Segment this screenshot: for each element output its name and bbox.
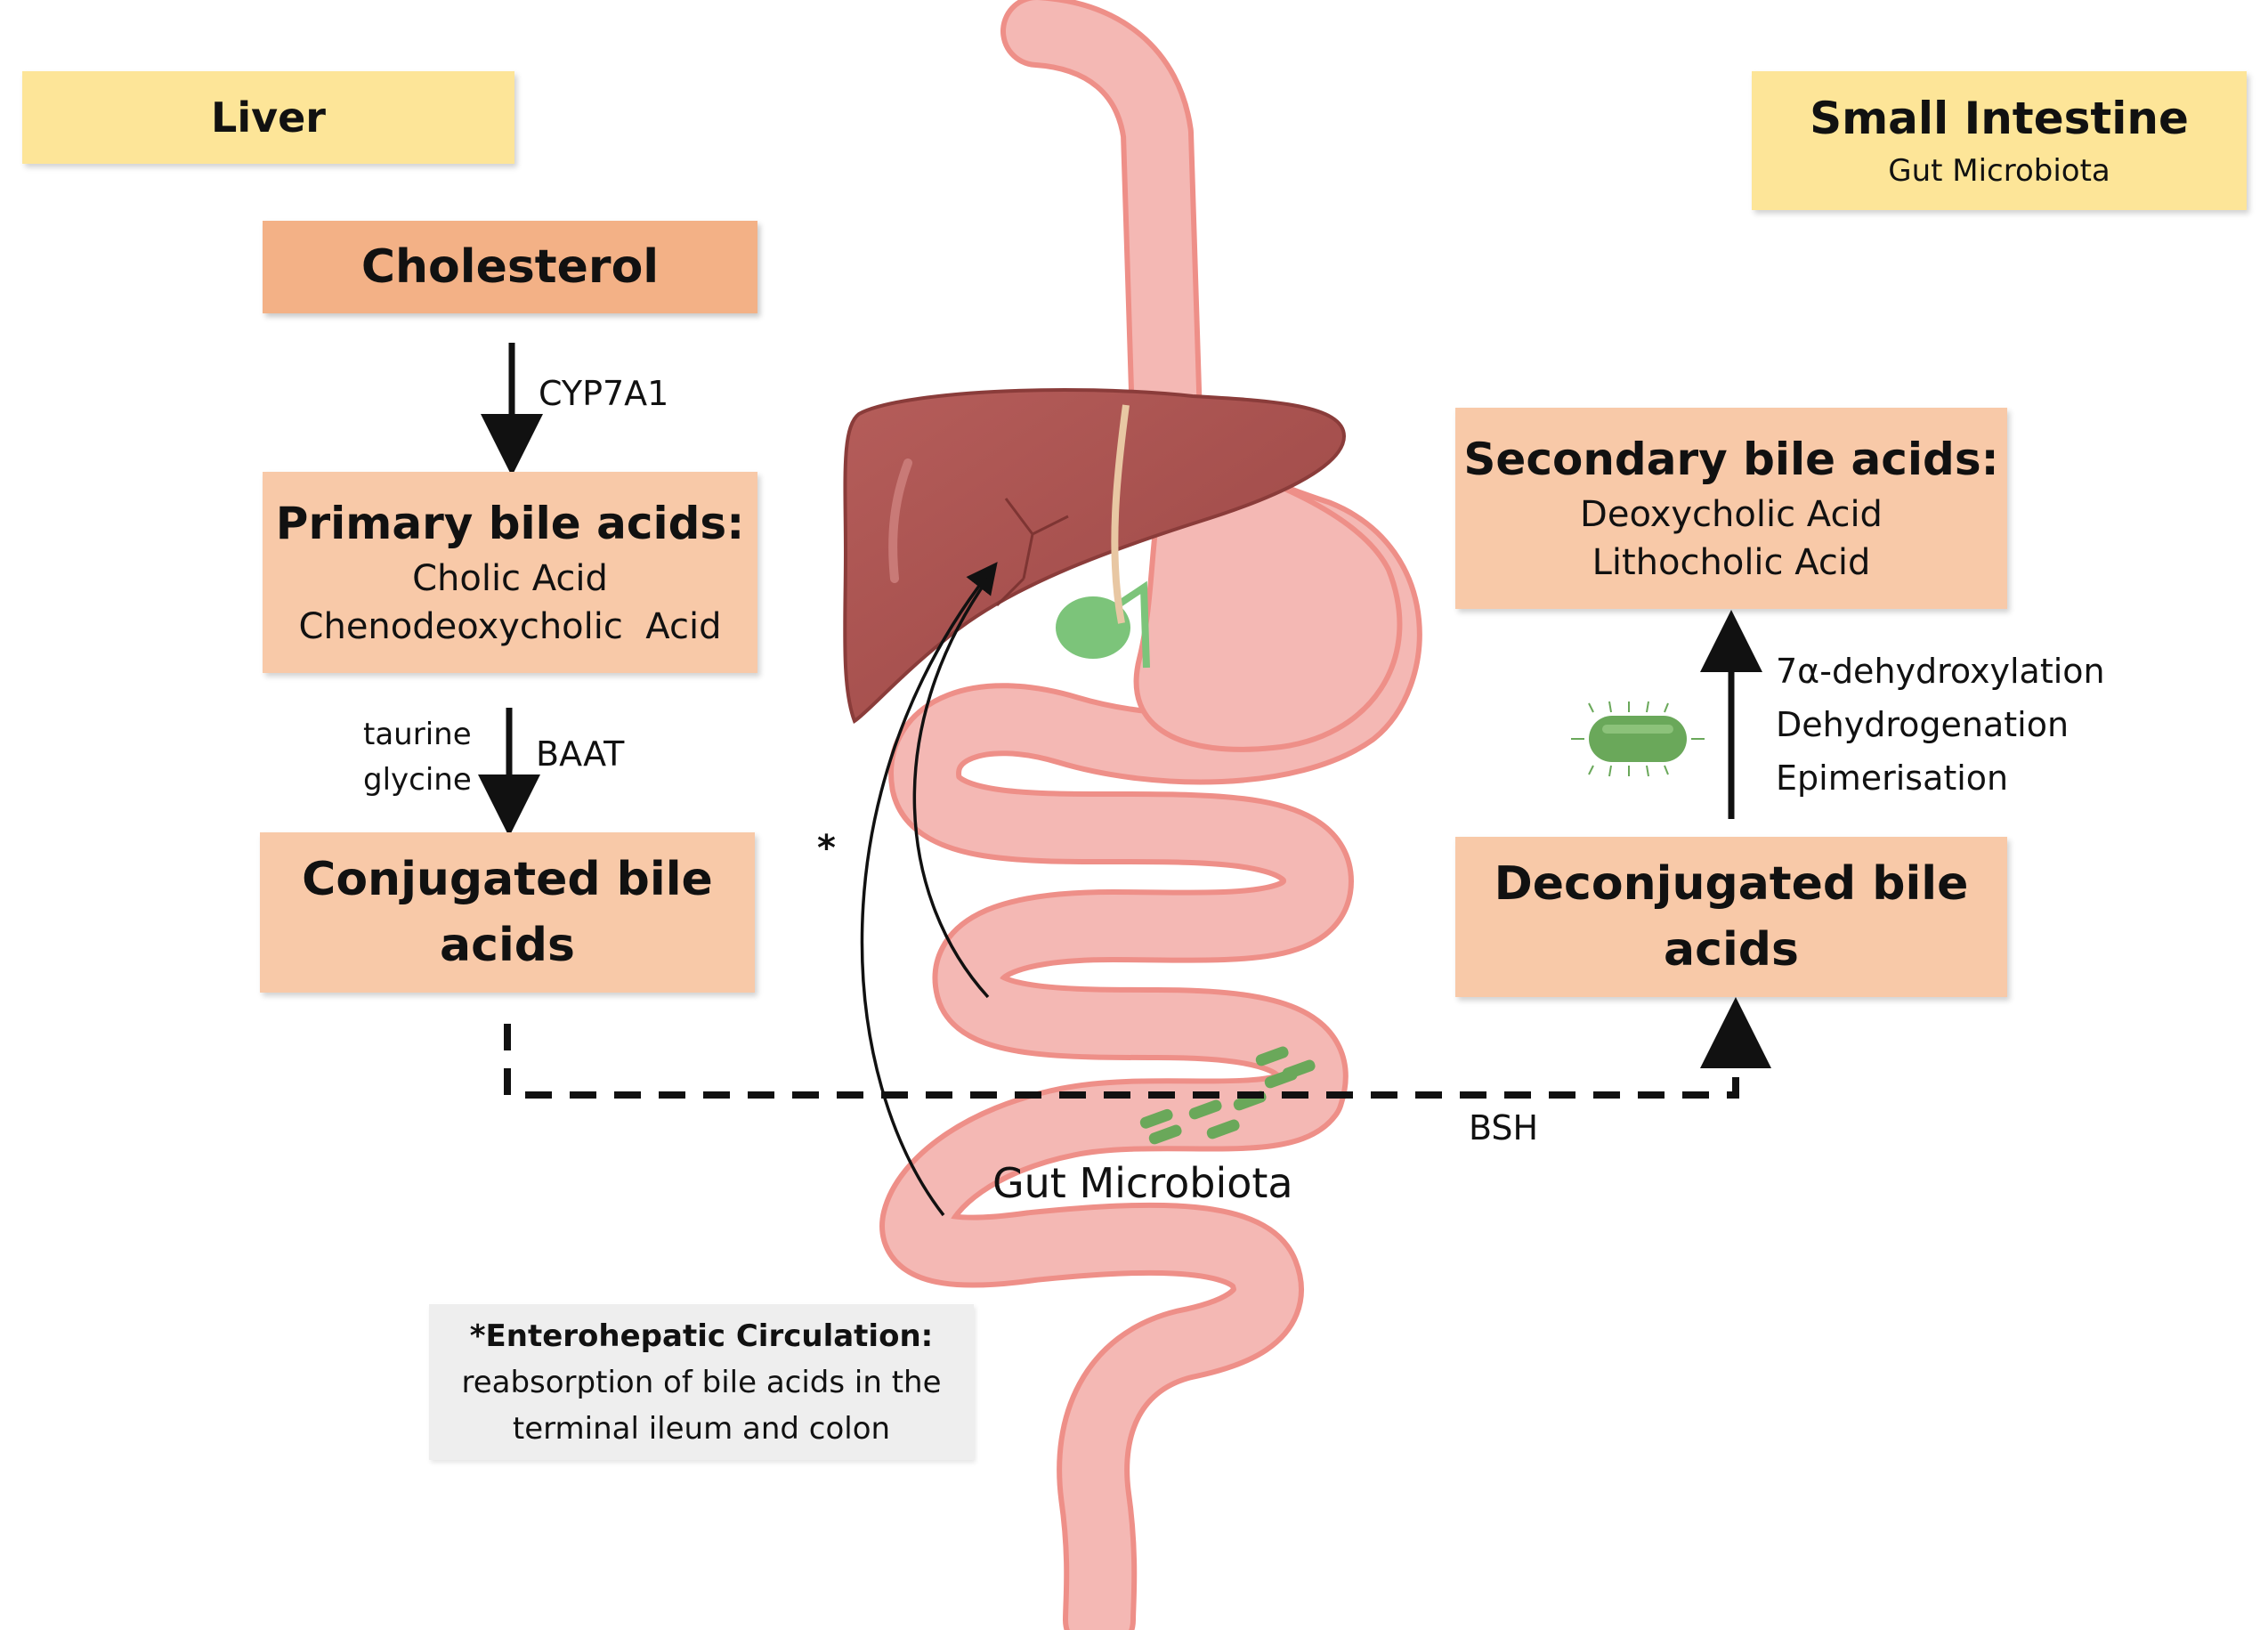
pathway-arrows xyxy=(478,343,1771,1217)
primary-item-chenodeoxycholic: Chenodeoxycholic Acid xyxy=(298,606,722,647)
gut-bacteria-cluster-icon xyxy=(1139,1046,1316,1145)
cholesterol-title: Cholesterol xyxy=(360,240,660,294)
small-intestine-region-box: Small Intestine Gut Microbiota xyxy=(1752,71,2247,210)
reaction-dehydroxylation: 7α-dehydroxylation xyxy=(1776,652,2105,691)
note-title: *Enterohepatic Circulation: xyxy=(469,1318,934,1354)
conjugated-bile-acids-box: Conjugated bile acids xyxy=(260,832,755,993)
enterohepatic-arrow-outer xyxy=(860,562,998,1217)
secondary-item-deoxycholic: Deoxycholic Acid xyxy=(1580,494,1883,535)
gallbladder-icon xyxy=(1056,580,1150,669)
note-line1: reabsorption of bile acids in the xyxy=(461,1364,942,1400)
bsh-label: BSH xyxy=(1469,1108,1539,1147)
secondary-item-lithocholic: Lithocholic Acid xyxy=(1592,542,1871,583)
small-intestine-subtitle: Gut Microbiota xyxy=(1888,153,2110,189)
glycine-label: glycine xyxy=(363,762,472,798)
reaction-dehydrogenation: Dehydrogenation xyxy=(1776,705,2070,744)
reaction-epimerisation: Epimerisation xyxy=(1776,758,2009,798)
deconjugated-line1: Deconjugated bile xyxy=(1494,857,1969,911)
bsh-dashed-arrow xyxy=(504,997,1771,1099)
liver-region-title: Liver xyxy=(211,93,326,142)
deconjugated-line2: acids xyxy=(1664,923,1799,977)
conjugated-line2: acids xyxy=(440,919,575,972)
liver-organ-icon xyxy=(843,387,1347,725)
cholesterol-box: Cholesterol xyxy=(263,221,757,313)
taurine-label: taurine xyxy=(363,717,472,752)
primary-bile-acids-box: Primary bile acids: Cholic Acid Chenodeo… xyxy=(263,472,757,673)
deconjugated-bile-acids-box: Deconjugated bile acids xyxy=(1455,837,2007,997)
bacterium-icon xyxy=(1571,701,1705,777)
secondary-bile-acids-box: Secondary bile acids: Deoxycholic Acid L… xyxy=(1455,408,2007,609)
gut-microbiota-label: Gut Microbiota xyxy=(992,1159,1293,1207)
stomach-intestine-icon xyxy=(879,0,1422,1630)
primary-bile-acids-title: Primary bile acids: xyxy=(275,498,745,549)
baat-label: BAAT xyxy=(536,734,625,774)
enterohepatic-marker: * xyxy=(817,828,836,869)
conjugated-line1: Conjugated bile xyxy=(302,853,713,906)
liver-region-box: Liver xyxy=(22,71,514,164)
primary-item-cholic: Cholic Acid xyxy=(412,558,608,599)
enterohepatic-note-box: *Enterohepatic Circulation: reabsorption… xyxy=(429,1304,974,1460)
enterohepatic-arrow-inner xyxy=(912,577,990,999)
cyp7a1-label: CYP7A1 xyxy=(539,374,669,413)
note-line2: terminal ileum and colon xyxy=(512,1410,891,1447)
small-intestine-title: Small Intestine xyxy=(1810,93,2189,144)
secondary-bile-acids-title: Secondary bile acids: xyxy=(1463,434,1999,485)
